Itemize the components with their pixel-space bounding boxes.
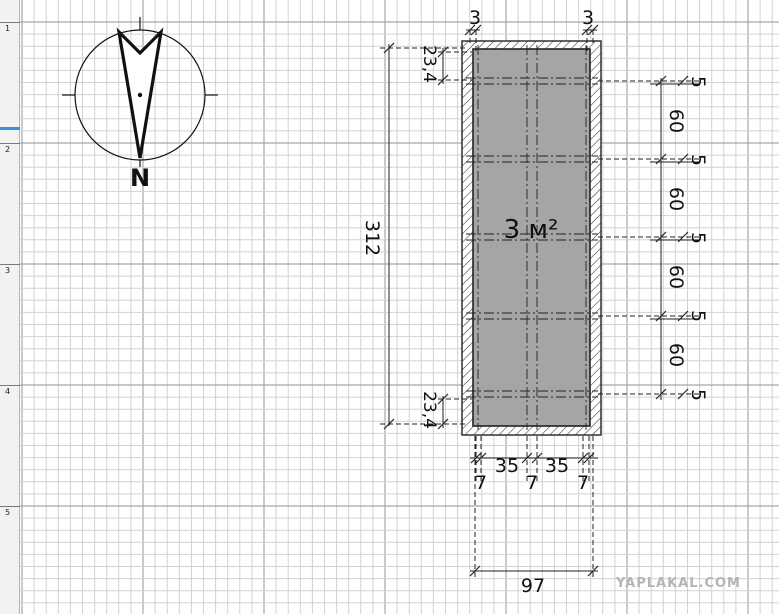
ruler-mark-1: 1 — [5, 24, 11, 33]
dim-offset-bottom: 23,4 — [419, 391, 439, 429]
dimension-tick — [470, 452, 482, 464]
dimension-tick — [475, 452, 487, 464]
dim-right-gap-4: 5 — [687, 310, 709, 322]
dimension-tick — [583, 452, 595, 464]
room: 3 м² — [461, 40, 602, 436]
dim-wall-top-right: 3 — [582, 7, 594, 29]
ruler-tick — [0, 22, 20, 23]
ruler-tick — [0, 506, 20, 507]
dimension-tick — [655, 388, 667, 400]
north-compass: N — [62, 17, 218, 192]
dim-right-gap-2: 5 — [687, 154, 709, 166]
ruler-tick — [0, 264, 20, 265]
compass-north-label: N — [130, 164, 150, 192]
dim-bottom-gap-1: 7 — [475, 472, 487, 494]
dim-bottom-gap-2: 7 — [526, 472, 538, 494]
ruler-mark-5: 5 — [5, 508, 11, 517]
vertical-ruler[interactable]: 1 2 3 4 5 — [0, 0, 20, 614]
dim-bottom-span-2: 35 — [545, 455, 569, 477]
dimension-tick — [677, 388, 689, 400]
dim-offset-top: 23,4 — [419, 45, 439, 83]
ruler-tick — [0, 385, 20, 386]
watermark: YAPLAKAL.COM — [616, 576, 741, 591]
dimension-lines — [380, 24, 700, 580]
dim-right-gap-3: 5 — [687, 232, 709, 244]
ruler-mark-2: 2 — [5, 145, 11, 154]
joist-centerlines — [466, 45, 598, 430]
dim-bottom-gap-3: 7 — [577, 472, 589, 494]
dim-wall-top-left: 3 — [469, 7, 481, 29]
dim-right-span-1: 60 — [665, 109, 687, 133]
dim-right-span-3: 60 — [665, 265, 687, 289]
dimension-tick — [577, 452, 589, 464]
dim-total-width: 97 — [521, 575, 545, 597]
dimension-tick — [521, 452, 533, 464]
dimension-tick — [469, 565, 481, 577]
ruler-position-marker — [0, 127, 20, 130]
dim-right-span-2: 60 — [665, 187, 687, 211]
room-floor — [472, 48, 591, 427]
dimension-tick — [587, 565, 599, 577]
dimension-labels: 3 3 23,4 23,4 312 5 60 5 60 5 60 5 60 5 … — [361, 7, 709, 597]
dim-right-span-4: 60 — [665, 343, 687, 367]
ruler-mark-4: 4 — [5, 387, 11, 396]
ruler-tick — [0, 143, 20, 144]
dimension-tick — [531, 452, 543, 464]
dim-total-height: 312 — [361, 220, 383, 256]
dimension-tick — [437, 418, 449, 430]
dim-bottom-span-1: 35 — [495, 455, 519, 477]
room-area-label: 3 м² — [504, 215, 559, 245]
dim-right-gap-5: 5 — [687, 389, 709, 401]
ruler-mark-3: 3 — [5, 266, 11, 275]
dim-right-gap-1: 5 — [687, 76, 709, 88]
